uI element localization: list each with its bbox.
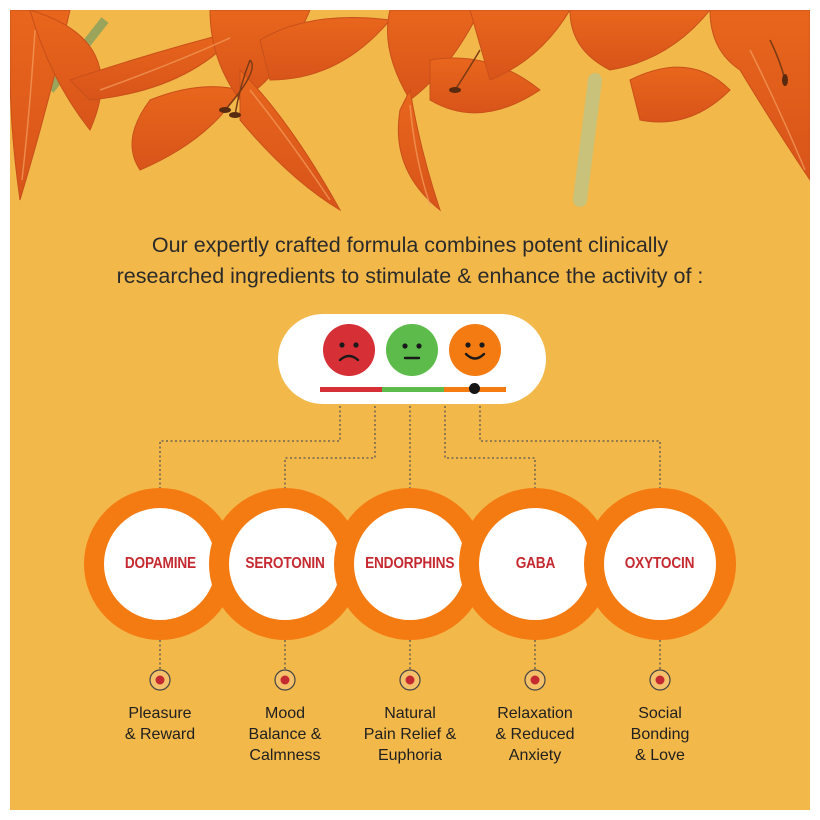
serotonin-label: SEROTONIN <box>245 555 325 572</box>
neutral-face-icon <box>386 324 438 376</box>
meter-bar-green <box>382 387 444 392</box>
gaba-label: GABA <box>515 555 555 572</box>
headline-line-1: Our expertly crafted formula combines po… <box>151 233 669 257</box>
meter-bar-red <box>320 387 382 392</box>
marker-dot <box>274 669 296 691</box>
gaba-effect: Relaxation & Reduced Anxiety <box>495 705 575 764</box>
marker-dot <box>649 669 671 691</box>
lily-flowers-image <box>10 10 810 212</box>
endorphins-effect: Natural Pain Relief & Euphoria <box>363 705 457 764</box>
dopamine-label: DOPAMINE <box>124 555 196 572</box>
infographic-canvas: Our expertly crafted formula combines po… <box>10 10 810 810</box>
headline-line-2: researched ingredients to stimulate & en… <box>116 264 704 288</box>
endorphins-label: ENDORPHINS <box>365 555 455 572</box>
serotonin-effect: Mood Balance & Calmness <box>248 705 322 764</box>
headline: Our expertly crafted formula combines po… <box>30 230 790 292</box>
dopamine-effect: Pleasure & Reward <box>124 705 196 743</box>
marker-dot <box>524 669 546 691</box>
mood-meter <box>278 314 546 404</box>
marker-dot <box>149 669 171 691</box>
oxytocin-label: OXYTOCIN <box>625 555 695 572</box>
meter-indicator <box>468 383 480 394</box>
marker-dot <box>399 669 421 691</box>
connector-lines <box>149 406 671 691</box>
sad-face-icon <box>323 324 375 376</box>
happy-face-icon <box>449 324 501 376</box>
oxytocin-circle: OXYTOCIN <box>584 488 736 640</box>
oxytocin-effect: Social Bonding & Love <box>630 705 690 764</box>
marker-dots <box>149 669 671 691</box>
